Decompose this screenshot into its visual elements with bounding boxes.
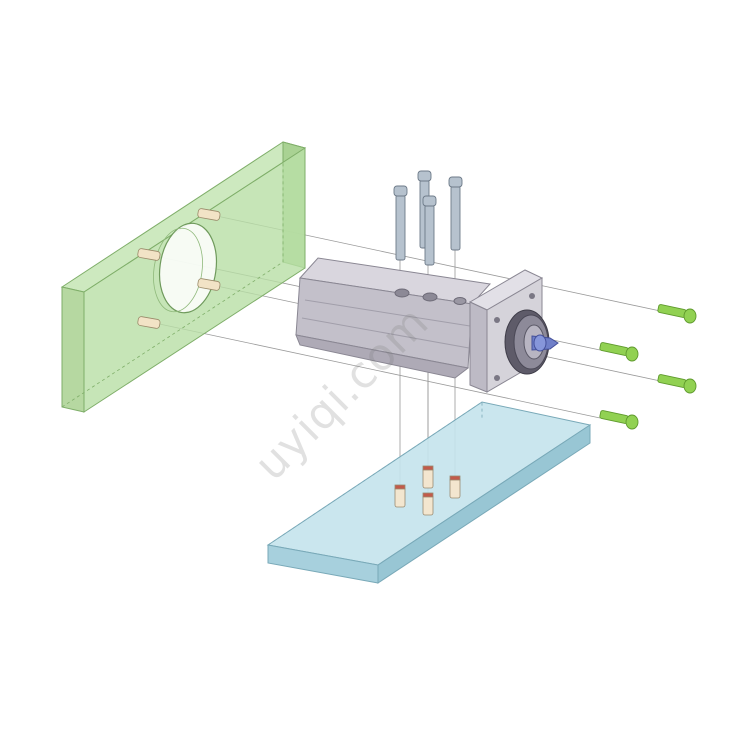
horizontal-screws <box>599 304 697 430</box>
output-shaft <box>531 334 559 352</box>
plate-bore <box>158 222 218 314</box>
screw-green-4 <box>599 410 639 430</box>
screw-gray-1 <box>393 185 408 261</box>
base-plate-inserts <box>394 465 461 516</box>
screw-gray-4 <box>448 176 463 251</box>
screw-gray-3 <box>422 195 437 266</box>
base-plate <box>266 401 592 584</box>
screw-green-3 <box>657 374 697 394</box>
vertical-screws <box>393 170 463 266</box>
plate-inserts <box>137 208 221 329</box>
screw-green-1 <box>657 304 697 324</box>
actuator-body <box>295 257 550 393</box>
mounting-plate <box>60 141 307 413</box>
screw-green-2 <box>599 342 639 362</box>
